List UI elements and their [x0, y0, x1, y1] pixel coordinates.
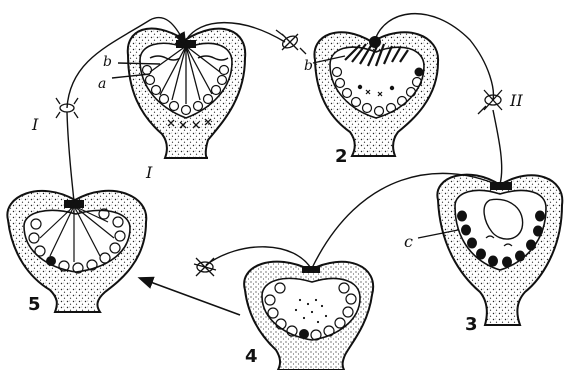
stage-label-1: I [145, 163, 153, 182]
label-II-right: II [509, 91, 523, 110]
label-c: c [404, 232, 413, 251]
return-arrow [145, 280, 240, 315]
label-a: a [98, 76, 106, 92]
ovule-stage-3 [437, 175, 562, 325]
label-b-stage2: b [304, 58, 313, 74]
label-b: b [103, 54, 112, 70]
stage-label-3: 3 [465, 314, 478, 335]
label-I-left: I [31, 115, 39, 134]
insect-icon-top-right [276, 30, 306, 54]
label-b-leader [118, 63, 160, 64]
stage-label-5: 5 [28, 294, 41, 315]
ovule-stage-2 [314, 32, 438, 156]
ovule-stage-4 [244, 262, 373, 370]
stage-label-2: 2 [335, 146, 348, 167]
stage-label-4: 4 [245, 346, 258, 367]
ovule-stage-1 [128, 28, 245, 158]
insect-icon-right [478, 90, 502, 114]
